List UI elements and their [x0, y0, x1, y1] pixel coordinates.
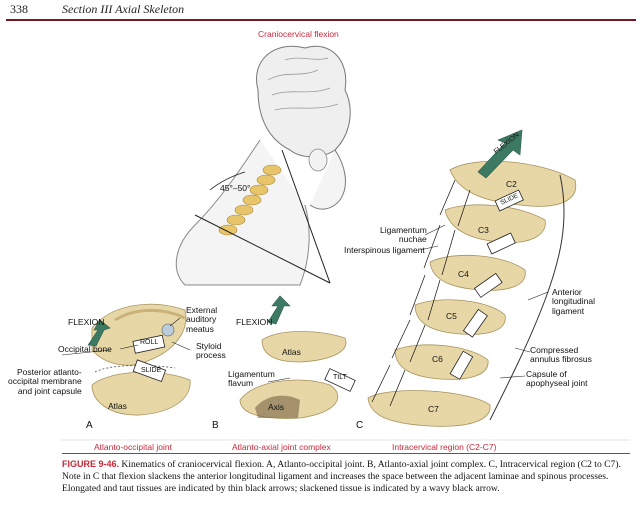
c-c6-label: C6 [432, 354, 443, 364]
b-tilt-label: TILT [333, 374, 347, 381]
c-interspinous-label: Interspinous ligament [344, 245, 425, 255]
header-rule [6, 19, 636, 21]
top-title: Craniocervical flexion [258, 29, 339, 39]
a-panel-letter: A [86, 420, 93, 431]
a-styloid-label: Styloid process [196, 341, 226, 361]
figure-caption: FIGURE 9-46. Kinematics of craniocervica… [62, 458, 630, 495]
caption-rule [62, 453, 630, 454]
c-c4-label: C4 [458, 269, 469, 279]
c-c7-label: C7 [428, 404, 439, 414]
c-panel-letter: C [356, 420, 364, 431]
head-neck-drawing [175, 45, 351, 286]
page-number: 338 [10, 2, 28, 16]
angle-label: 45°–50° [220, 183, 251, 193]
panel-a-drawing [61, 303, 191, 416]
c-panel-title: Intracervical region (C2-C7) [392, 442, 497, 452]
ear-shape [308, 148, 328, 172]
a-occipital-bone-label: Occipital bone [58, 344, 112, 354]
c-lig-nuchae-label: Ligamentum nuchae [380, 225, 427, 245]
a-external-auditory-label: External auditory meatus [186, 305, 218, 334]
a-panel-title: Atlanto-occipital joint [94, 442, 172, 452]
figure-illustration [60, 45, 630, 441]
panel-b-drawing [239, 295, 356, 419]
a-flexion-label: FLEXION [68, 317, 105, 327]
figure-label: FIGURE 9-46. [62, 459, 120, 469]
b-panel-title: Atlanto-axial joint complex [232, 442, 331, 452]
c-c2-label: C2 [506, 179, 517, 189]
a-posterior-label: Posterior atlanto- occipital membrane an… [8, 367, 82, 396]
b-ligamentum-flavum-label: Ligamentum flavum [228, 369, 275, 389]
c-capsule-label: Capsule of apophyseal joint [526, 369, 588, 389]
a-roll-label: ROLL [140, 339, 159, 346]
running-title: Section III Axial Skeleton [62, 2, 185, 16]
b-panel-letter: B [212, 420, 219, 431]
a-slide-label: SLIDE [141, 367, 162, 374]
b-atlas-label: Atlas [282, 347, 301, 357]
caption-text: Kinematics of craniocervical flexion. A,… [62, 459, 621, 494]
panel-c-drawing [367, 129, 577, 427]
c-c5-label: C5 [446, 311, 457, 321]
running-header: 338 Section III Axial Skeleton [0, 0, 640, 22]
a-atlas-label: Atlas [108, 401, 127, 411]
b-axis-label: Axis [268, 402, 285, 412]
c-compressed-label: Compressed annulus fibrosus [530, 345, 592, 365]
c-c3-label: C3 [478, 225, 489, 235]
b-flexion-label: FLEXION [236, 317, 273, 327]
c-anterior-label: Anterior longitudinal ligament [552, 287, 596, 316]
